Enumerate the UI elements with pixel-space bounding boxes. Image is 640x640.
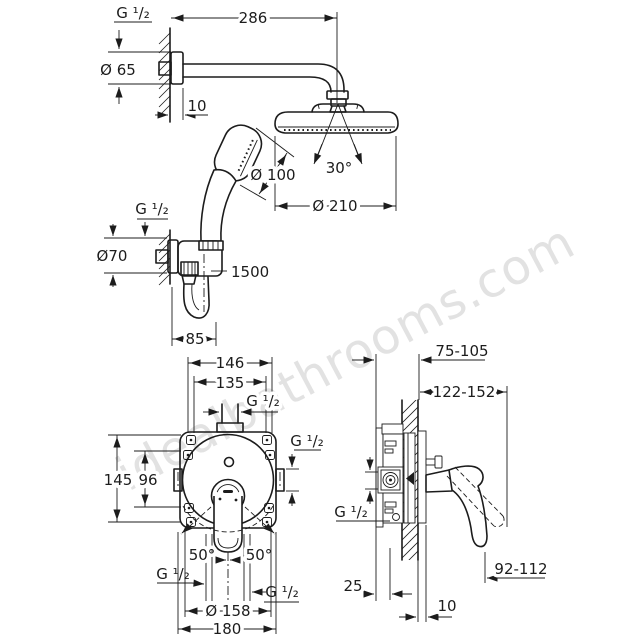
shower-holder: G ¹/₂ Ø70 1500 85 bbox=[93, 197, 273, 352]
dim-wall-offset: 10 bbox=[187, 97, 206, 115]
dim-holder-escutcheon: Ø70 bbox=[97, 247, 128, 265]
dim-adjustment: 25 bbox=[343, 577, 362, 595]
dim-holder-thread: G ¹/₂ bbox=[135, 200, 168, 218]
dim-front-thread-top: G ¹/₂ bbox=[246, 392, 279, 410]
dim-holder-depth: 85 bbox=[185, 330, 204, 348]
dim-arm-length: 286 bbox=[239, 9, 268, 27]
dim-front-thread-right: G ¹/₂ bbox=[290, 432, 323, 450]
dim-swing-right: 50° bbox=[246, 546, 273, 564]
dim-side-thread: G ¹/₂ bbox=[334, 503, 367, 521]
dim-plate-dia: Ø 158 bbox=[205, 602, 250, 620]
dim-hole-spacing-outer: 146 bbox=[216, 354, 245, 372]
dim-hose-length: 1500 bbox=[231, 263, 269, 281]
dim-depth-with-handle: 122-152 bbox=[433, 383, 496, 401]
dim-height-inner: 96 bbox=[138, 471, 157, 489]
dim-front-thread-br: G ¹/₂ bbox=[265, 583, 298, 601]
head-shower-assembly: G ¹/₂ Ø 65 286 10 30° Ø 210 bbox=[97, 1, 399, 219]
dim-escutcheon-65: Ø 65 bbox=[100, 61, 136, 79]
dim-handle-projection: 92-112 bbox=[494, 560, 547, 578]
dim-hand-shower-dia: Ø 100 bbox=[250, 166, 295, 184]
dim-height-outer: 145 bbox=[104, 471, 133, 489]
mixer-front-view: 146 135 G ¹/₂ G ¹/₂ 145 96 50° 50° bbox=[100, 351, 327, 640]
dim-swing-left: 50° bbox=[189, 546, 216, 564]
dim-wall-min: 10 bbox=[437, 597, 456, 615]
dim-front-thread-bl: G ¹/₂ bbox=[156, 565, 189, 583]
mixer-side-view: 75-105 122-152 G ¹/₂ 92-112 25 10 bbox=[331, 339, 551, 622]
dim-depth-range: 75-105 bbox=[435, 342, 488, 360]
hand-shower: Ø 100 bbox=[200, 124, 299, 242]
watermark-text: idealbathrooms.com bbox=[107, 214, 584, 503]
dim-hole-spacing-inner: 135 bbox=[216, 374, 245, 392]
dim-head-dia: Ø 210 bbox=[312, 197, 357, 215]
dim-spray-angle: 30° bbox=[326, 159, 353, 177]
dim-thread-top: G ¹/₂ bbox=[116, 4, 149, 22]
dim-body-width: 180 bbox=[213, 620, 242, 638]
